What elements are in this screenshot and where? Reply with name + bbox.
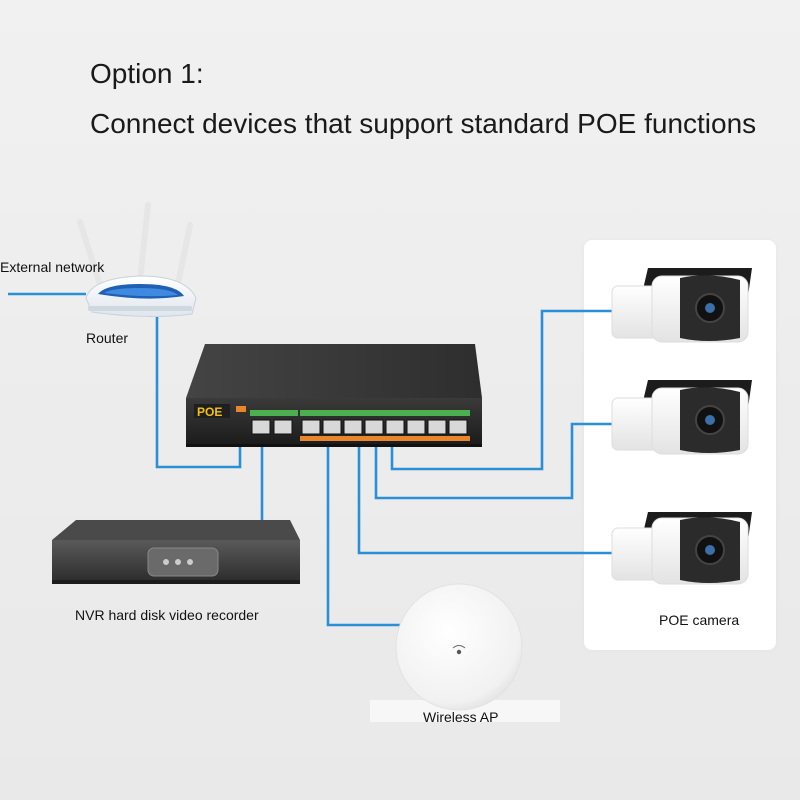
switch-brand-text: POE <box>197 405 222 419</box>
cable-switch-cam1 <box>390 309 612 471</box>
cable-lines <box>8 292 612 627</box>
router-device <box>77 202 197 318</box>
nvr-device <box>52 520 300 584</box>
camera-2 <box>611 380 752 455</box>
poe-switch <box>186 344 482 447</box>
ap-label-backdrop <box>370 700 560 722</box>
external-network-label: External network <box>0 259 105 275</box>
cable-switch-cam2 <box>374 422 612 500</box>
title-option: Option 1: <box>90 58 204 89</box>
cable-router-switch <box>155 312 242 469</box>
router-label: Router <box>86 330 129 346</box>
title-description: Connect devices that support standard PO… <box>90 108 757 139</box>
wireless-ap-label: Wireless AP <box>423 709 499 725</box>
cable-switch-ap <box>326 445 402 627</box>
cable-switch-cam3 <box>357 445 612 555</box>
poe-camera-label: POE camera <box>659 612 740 628</box>
nvr-label: NVR hard disk video recorder <box>75 607 259 623</box>
wireless-ap-device <box>395 583 523 711</box>
camera-1 <box>611 268 752 343</box>
camera-3 <box>611 512 752 585</box>
